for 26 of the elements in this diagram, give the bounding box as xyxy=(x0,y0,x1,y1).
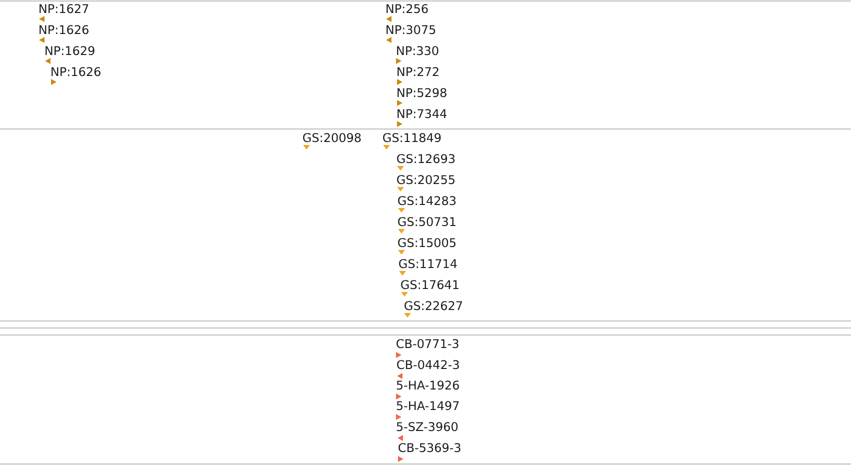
feature-label: NP:3075 xyxy=(386,25,436,34)
feature-label: GS:20255 xyxy=(397,175,454,184)
feature-label: GS:12693 xyxy=(397,154,455,164)
feature-label: GS:50731 xyxy=(398,217,456,226)
feature-label: GS:22627 xyxy=(404,301,462,310)
feature-label: GS:15005 xyxy=(398,238,456,248)
feature-label: GS:14283 xyxy=(398,196,456,206)
feature-label: CB-0442-3 xyxy=(397,360,459,370)
feature-label: GS:11849 xyxy=(383,133,441,142)
feature-label: GS:17641 xyxy=(401,280,458,290)
feature-label: GS:20098 xyxy=(303,133,361,142)
feature-label: 5-HA-1926 xyxy=(396,380,459,390)
feature-label: NP:7344 xyxy=(398,109,447,118)
feature-label: 5-HA-1497 xyxy=(396,401,459,410)
feature-label: NP:330 xyxy=(397,46,438,56)
feature-label: NP:1629 xyxy=(46,46,94,56)
feature-label: NP:1626 xyxy=(40,25,88,34)
feature-label: NP:1627 xyxy=(40,4,88,14)
feature-label: NP:5298 xyxy=(398,88,446,98)
feature-label: 5-SZ-3960 xyxy=(396,422,458,432)
feature-label: NP:256 xyxy=(386,4,428,14)
feature-label: NP:272 xyxy=(398,67,438,76)
feature-label: CB-0771-3 xyxy=(396,339,458,348)
feature-label: NP:1626 xyxy=(52,67,100,76)
feature-label: CB-5369-3 xyxy=(398,443,460,452)
feature-label: GS:11714 xyxy=(399,259,457,268)
